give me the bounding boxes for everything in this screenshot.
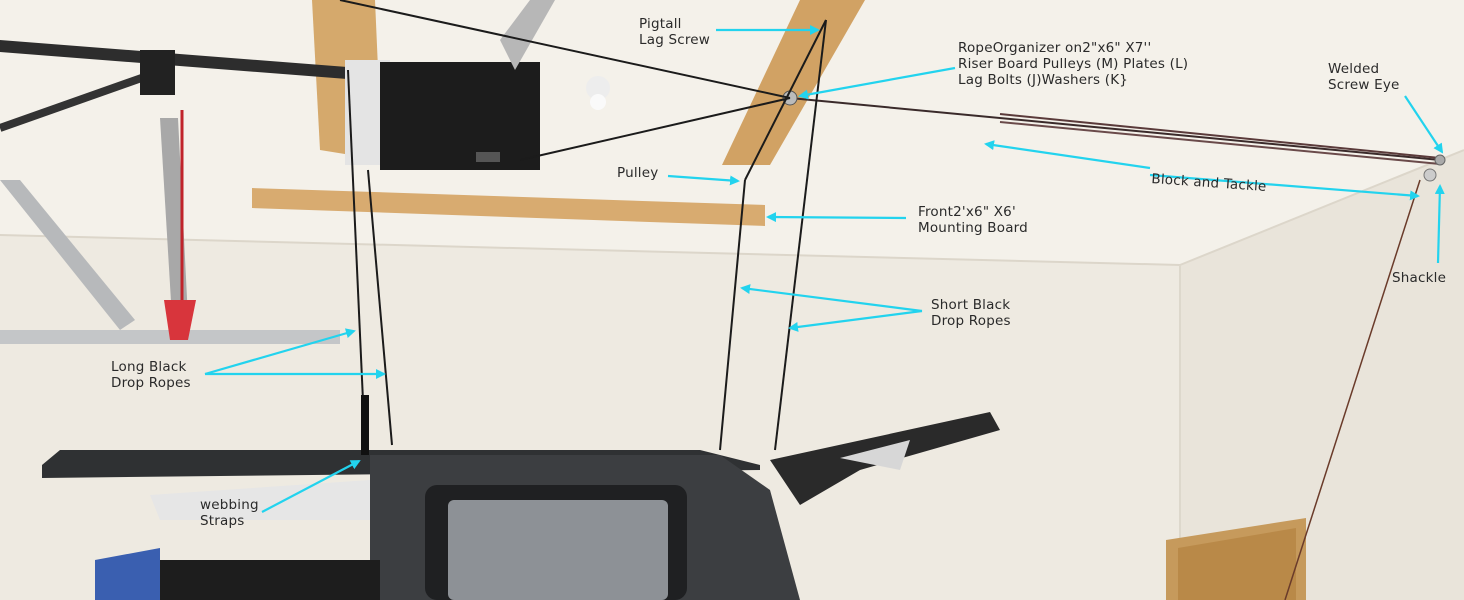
label-long-drop-ropes: Long Black Drop Ropes <box>111 359 191 391</box>
label-shackle: Shackle <box>1392 270 1447 286</box>
arrow-welded <box>1404 95 1444 154</box>
arrow-short-2 <box>788 309 923 332</box>
ceiling-light <box>586 76 610 110</box>
arrow-shackle <box>1434 184 1445 264</box>
ceiling-bracket <box>500 0 555 70</box>
door-track-left <box>0 180 135 330</box>
label-front-mounting-board: Front2'x6" X6' Mounting Board <box>918 204 1028 236</box>
hanging-bracket <box>160 110 196 340</box>
jeep-hardtop <box>42 412 1000 600</box>
arrow-webbing <box>261 460 361 513</box>
arrow-front-board <box>766 212 907 223</box>
front-mounting-board <box>252 188 765 226</box>
arrow-block-left <box>984 140 1151 170</box>
arrow-rope-organizer <box>798 66 956 100</box>
arrow-block-right <box>1149 173 1420 201</box>
arrow-short-1 <box>740 284 923 313</box>
arrow-long-1 <box>204 328 356 376</box>
label-webbing-straps: webbing Straps <box>200 497 259 529</box>
label-short-drop-ropes: Short Black Drop Ropes <box>931 297 1011 329</box>
garage-door-opener <box>345 60 540 170</box>
ceiling <box>0 0 1464 265</box>
webbing-strap <box>361 395 369 455</box>
label-welded-screw-eye: Welded Screw Eye <box>1328 61 1400 93</box>
block-and-tackle <box>782 90 1446 182</box>
label-pulley: Pulley <box>617 165 659 181</box>
door-frame <box>1166 518 1306 600</box>
label-pigtail-lag-screw: Pigtall Lag Screw <box>639 16 711 48</box>
label-rope-organizer: RopeOrganizer on2"x6" X7'' Riser Board P… <box>958 40 1189 88</box>
garage-door-rail <box>0 40 360 132</box>
ropes <box>339 0 1421 600</box>
arrow-pulley <box>667 174 740 186</box>
callout-arrows <box>204 25 1445 513</box>
